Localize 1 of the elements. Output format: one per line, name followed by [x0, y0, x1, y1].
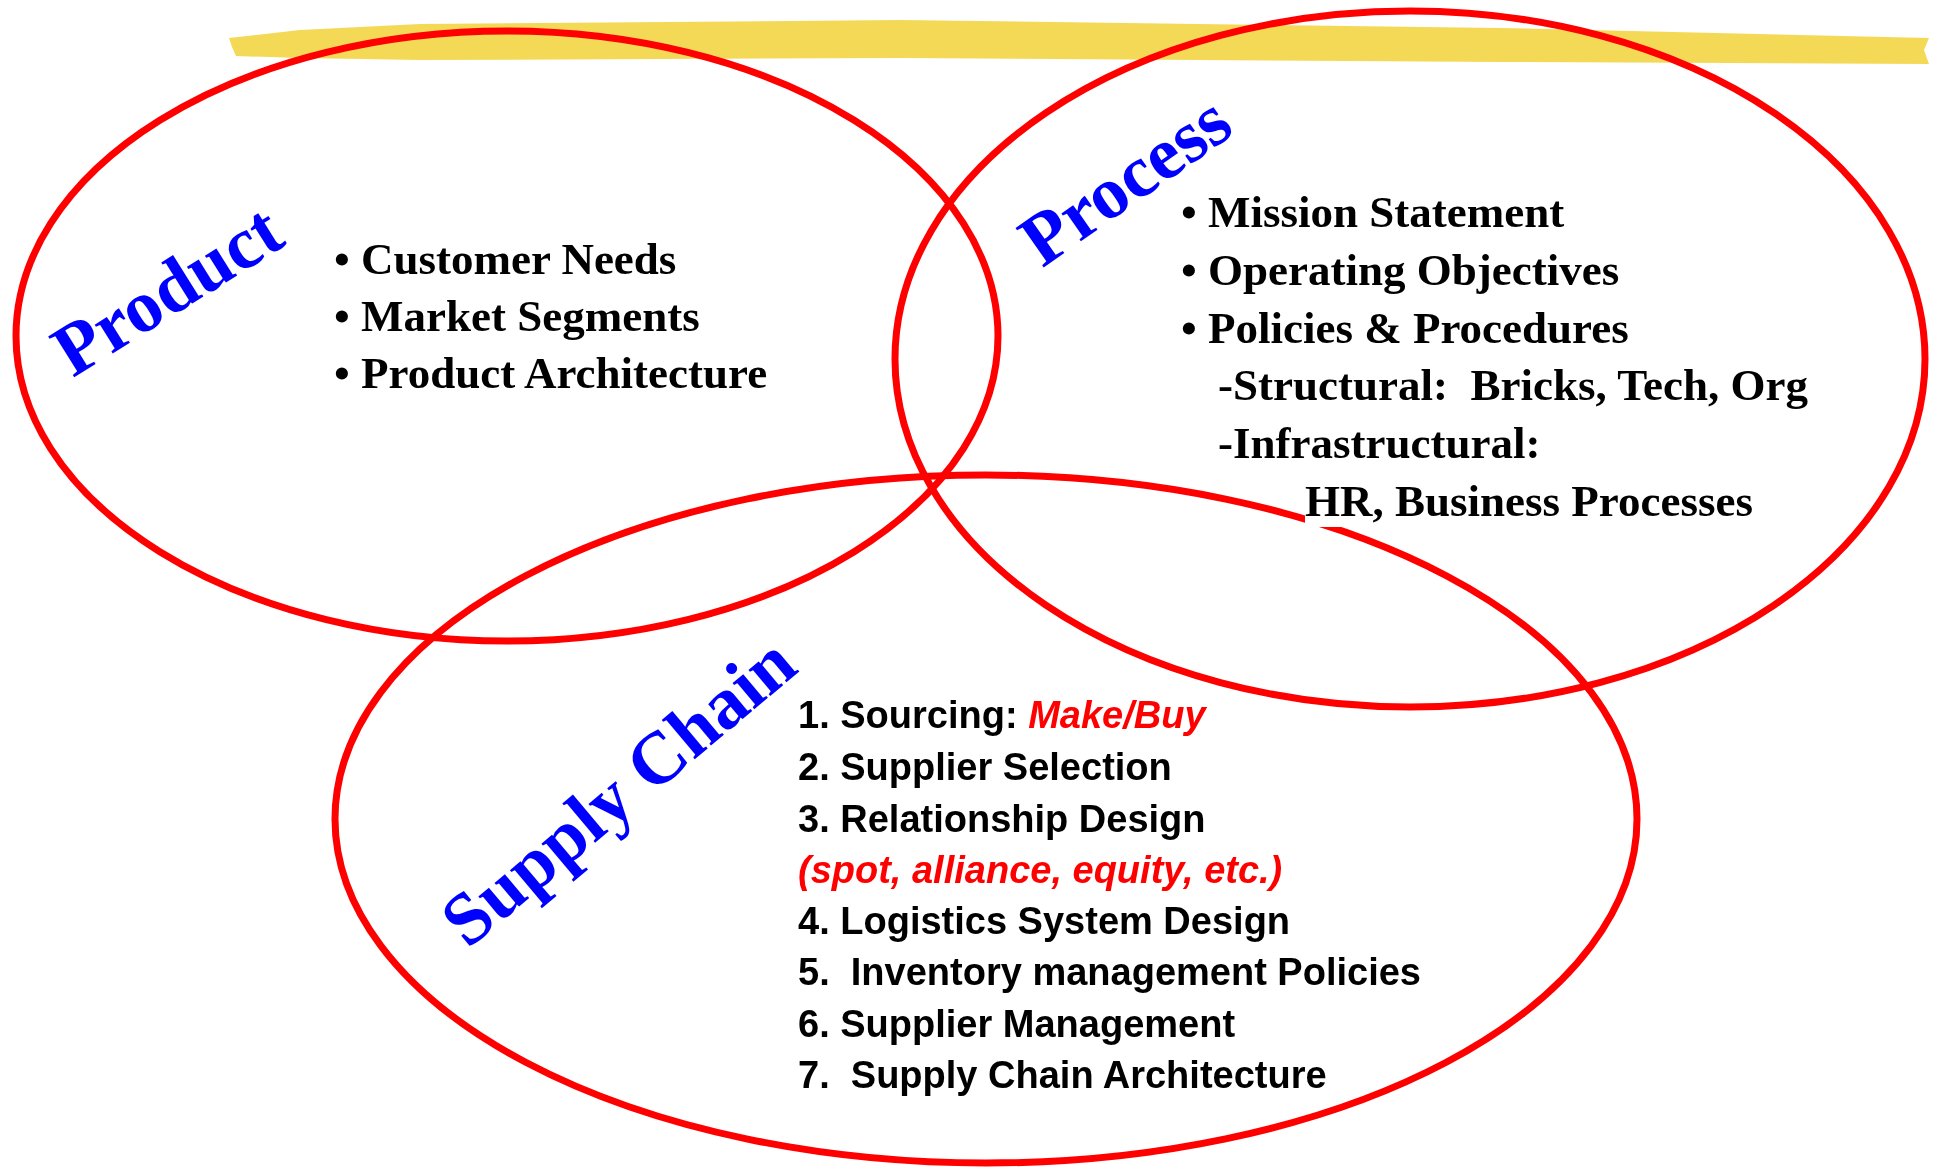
venn-ellipse	[12, 27, 1002, 645]
